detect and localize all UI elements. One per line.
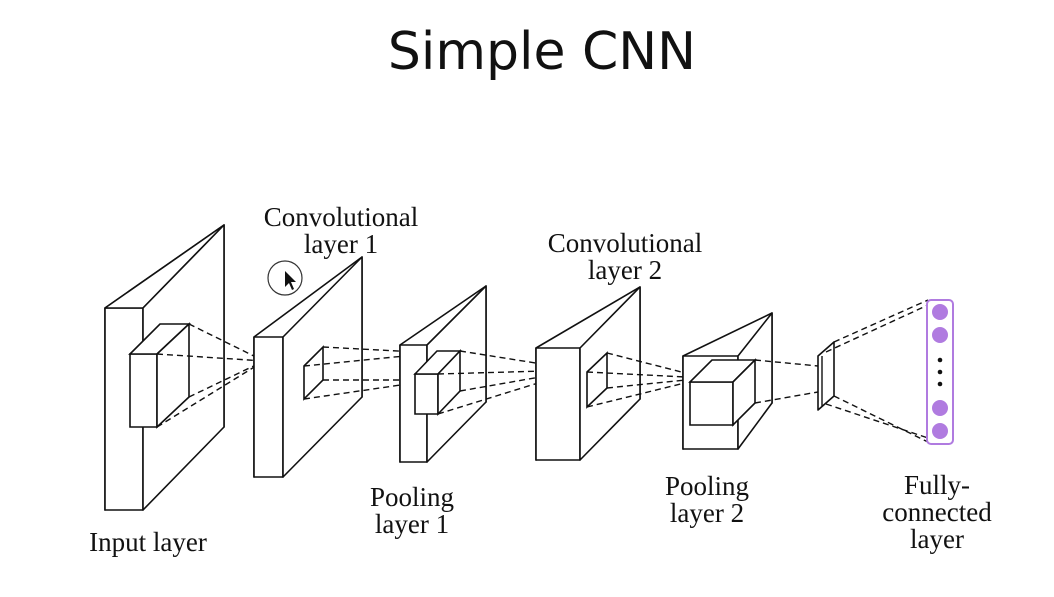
flatten-block [817, 341, 835, 411]
conv-layer-2-label-line2: layer 2 [588, 255, 662, 285]
connection-pool2-flatten [754, 359, 819, 404]
connection-input-conv1 [156, 323, 265, 428]
fully-connected-block [926, 299, 954, 445]
pooling-layer-2-block [682, 312, 773, 450]
input-layer-block [104, 224, 225, 511]
fc-node [932, 304, 948, 320]
mouse-cursor-icon [267, 260, 303, 296]
fc-ellipsis-dot [937, 369, 943, 375]
conv-layer-2-label-line1: Convolutional [548, 228, 703, 258]
fc-node [932, 423, 948, 439]
input-layer-label: Input layer [89, 527, 207, 557]
fully-connected-label-line1: Fully- [904, 470, 970, 500]
fully-connected-label-line3: layer [910, 524, 964, 554]
conv-layer-1-label-line2: layer 1 [304, 229, 378, 259]
fc-node [932, 400, 948, 416]
conv-layer-1-block [253, 256, 363, 478]
fc-ellipsis-dot [937, 381, 943, 387]
pooling-layer-2-label-line2: layer 2 [670, 498, 744, 528]
connection-flatten-fc [825, 299, 929, 443]
fc-node [932, 327, 948, 343]
pooling-layer-2-label-line1: Pooling [665, 471, 749, 501]
slide-title: Simple CNN [387, 22, 697, 82]
conv-layer-1-label-line1: Convolutional [264, 202, 419, 232]
pooling-layer-1-label-line1: Pooling [370, 482, 454, 512]
pooling-layer-1-label-line2: layer 1 [375, 509, 449, 539]
conv-layer-2-block [535, 286, 641, 461]
fully-connected-label-line2: connected [882, 497, 992, 527]
fc-ellipsis-dot [937, 357, 943, 363]
